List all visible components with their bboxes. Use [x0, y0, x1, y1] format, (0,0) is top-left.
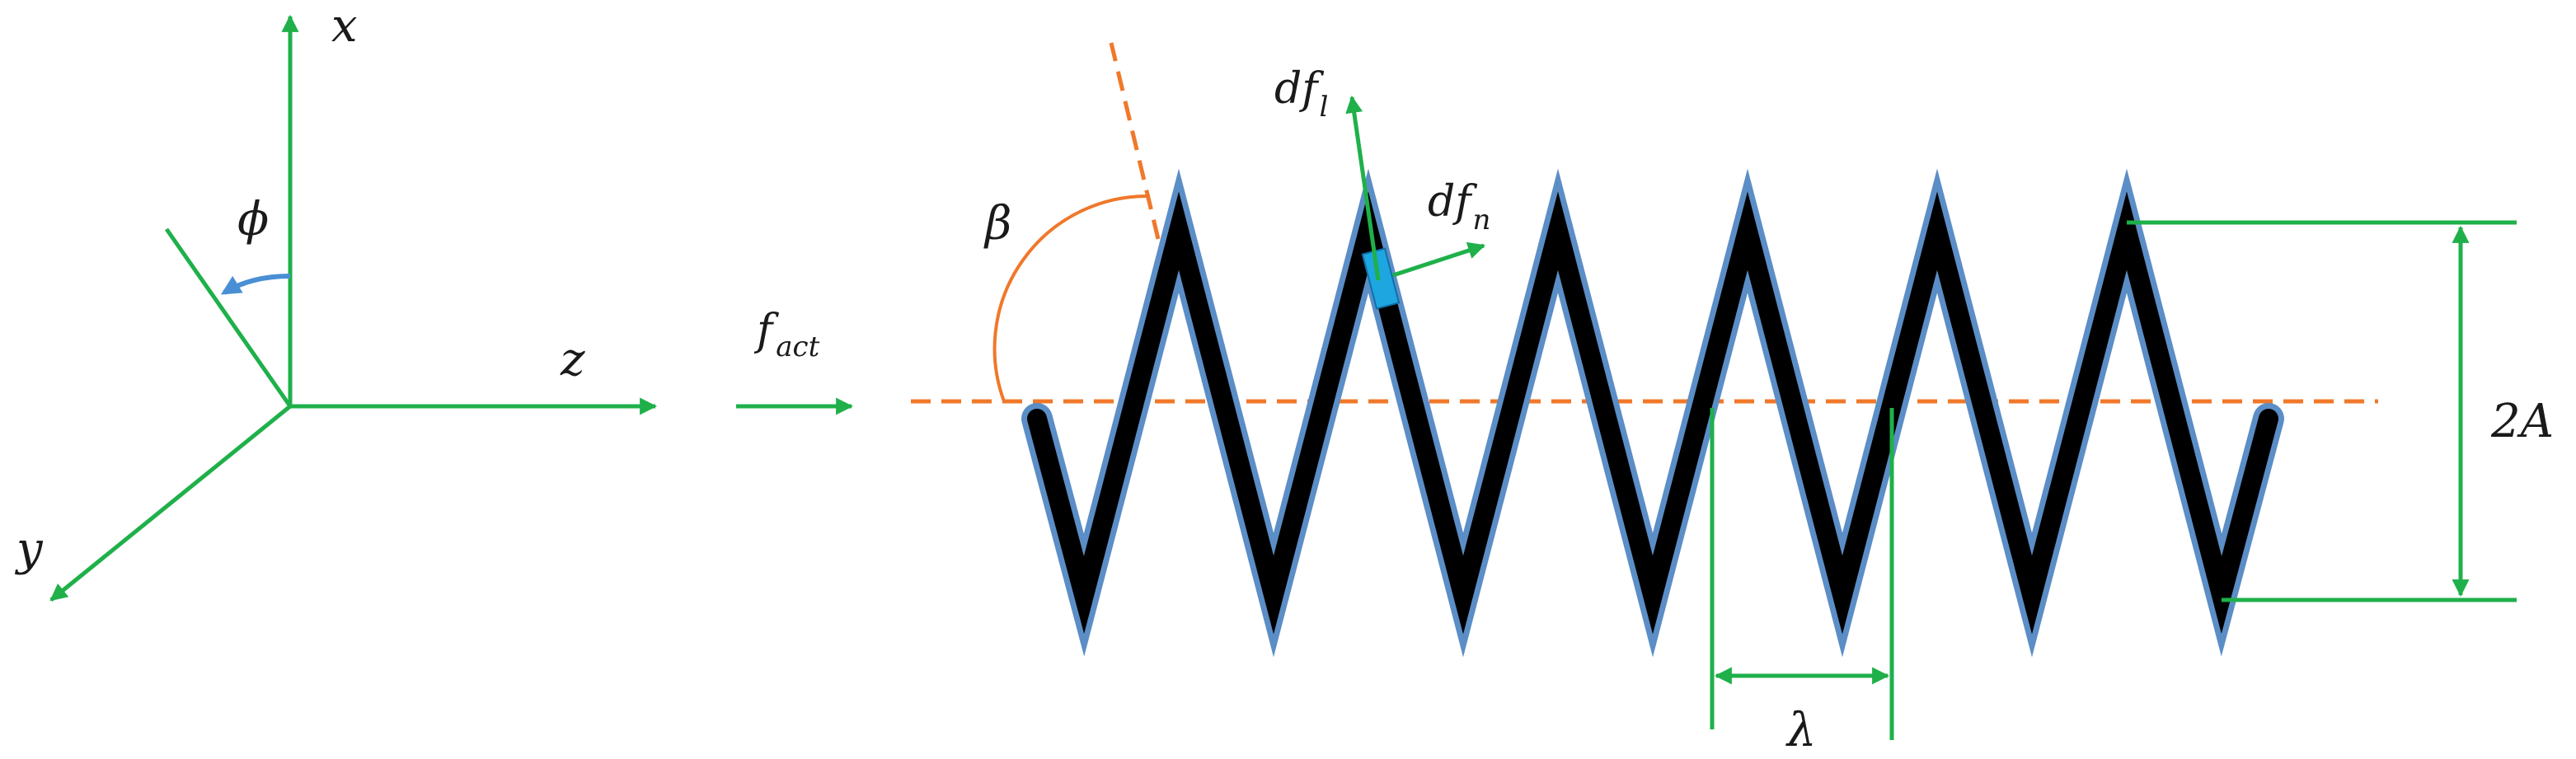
f-act-subscript: act — [776, 330, 819, 363]
df-n-arrow — [1392, 241, 1485, 278]
y-axis-arrow — [49, 405, 292, 602]
flagellum-body — [1027, 191, 2278, 635]
beta-angle-arc — [992, 194, 1151, 402]
df-l-label: dfl — [1274, 64, 1328, 124]
x-axis-label: x — [331, 0, 358, 53]
pitch-tangent-dashed — [1109, 42, 1161, 240]
df-n-subscript: n — [1473, 204, 1491, 237]
df-n-symbol: df — [1428, 177, 1477, 227]
amplitude-dimension: 2A — [2127, 220, 2554, 602]
z-axis-label: z — [560, 333, 585, 387]
phi-angle-label: ϕ — [237, 193, 269, 246]
wavelength-dimension: λ — [1710, 408, 1894, 757]
df-l-symbol: df — [1274, 64, 1324, 114]
amplitude-label: 2A — [2490, 395, 2554, 448]
flagellum-segment-element — [1361, 247, 1401, 310]
phi-rotation-arrow — [220, 274, 291, 295]
beta-angle-label: β — [983, 197, 1011, 251]
df-l-subscript: l — [1320, 91, 1329, 124]
zigzag-flagellum — [1021, 168, 2284, 658]
df-l-arrow — [1345, 95, 1381, 281]
df-n-label: dfn — [1428, 177, 1490, 237]
coordinate-frame: x z y ϕ — [14, 0, 658, 602]
local-forces: dfl dfn — [1274, 64, 1490, 281]
y-axis-label: y — [14, 522, 44, 576]
rotated-axis-line — [164, 227, 293, 408]
wavelength-label: λ — [1785, 704, 1817, 757]
pitch-angle: β — [983, 42, 1161, 402]
